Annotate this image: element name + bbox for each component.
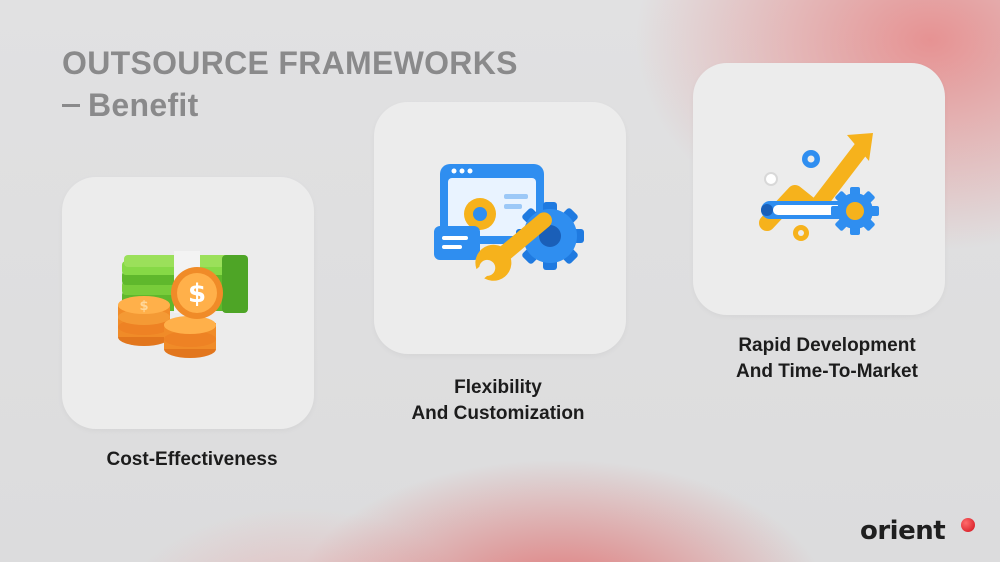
benefit-label-flexibility-line2: And Customization xyxy=(411,403,585,424)
benefit-label-rapid: Rapid Development And Time-To-Market xyxy=(697,333,957,385)
svg-text:$: $ xyxy=(139,299,148,314)
window-wrench-gear-icon xyxy=(434,164,584,285)
benefit-label-flexibility: Flexibility And Customization xyxy=(368,375,628,427)
benefit-label-cost: Cost-Effectiveness xyxy=(62,447,322,473)
title-benefit: Benefit xyxy=(88,87,199,123)
benefit-card-cost: $ $ xyxy=(62,177,314,429)
title-line-1: OUTSOURCE FRAMEWORKS xyxy=(62,45,518,81)
benefit-label-rapid-line1: Rapid Development xyxy=(738,335,916,356)
logo-dot-icon xyxy=(961,518,975,532)
growth-arrow-gear-icon xyxy=(759,133,879,241)
benefit-label-cost-line1: Cost-Effectiveness xyxy=(106,449,278,470)
benefit-card-rapid xyxy=(693,63,945,315)
benefit-label-flexibility-line1: Flexibility xyxy=(454,377,542,398)
dash-mark xyxy=(62,104,80,108)
benefit-label-rapid-line2: And Time-To-Market xyxy=(736,361,918,382)
title-line-2: Benefit xyxy=(62,84,518,126)
svg-text:$: $ xyxy=(188,279,206,309)
page-title: OUTSOURCE FRAMEWORKS Benefit xyxy=(62,42,518,126)
orient-logo: orient xyxy=(860,516,946,546)
money-stack-icon: $ $ xyxy=(118,251,248,358)
benefit-card-flexibility xyxy=(374,102,626,354)
